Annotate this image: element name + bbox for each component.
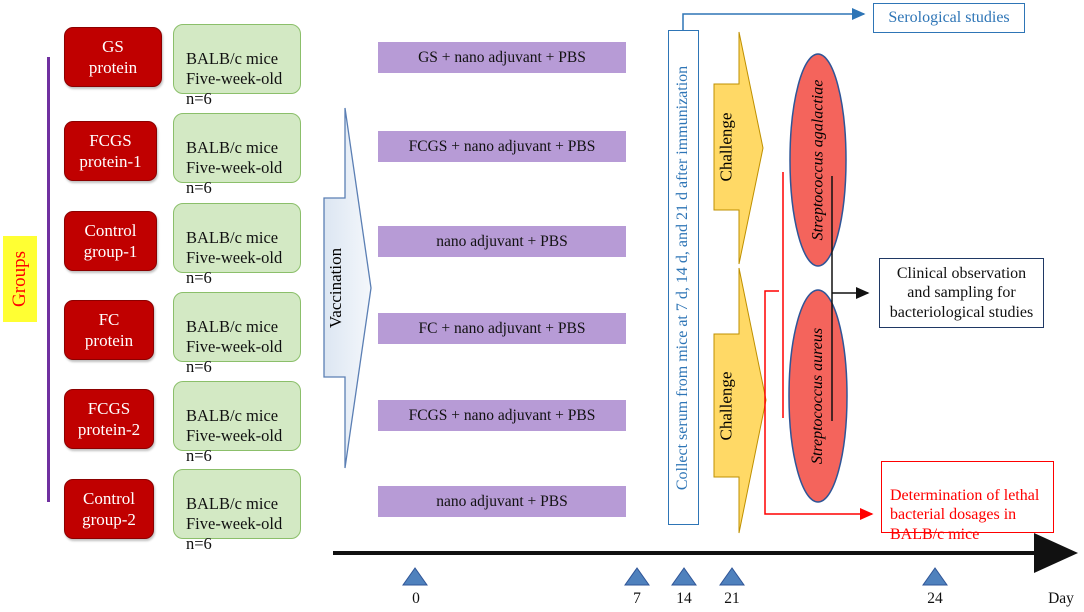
clinical-observation-box: Clinical observation and sampling for ba… [879,258,1044,328]
bacteria-label-top: Streptococcus agalactiae [803,62,833,258]
mice-text: BALB/c mice Five-week-old n=6 [186,49,283,109]
challenge-label-text: Challenge [716,371,736,440]
challenge-label-text: Challenge [716,112,736,182]
mice-box: BALB/c mice Five-week-old n=6 [173,24,301,108]
tick-marker-14 [671,567,697,586]
treatment-text: FCGS + nano adjuvant + PBS [408,406,596,424]
bacteria-name-top: Streptococcus agalactiae [809,79,827,241]
tick-marker-24 [922,567,948,586]
challenge-arrow-bottom [713,267,767,534]
tick-label-21: 21 [724,590,740,607]
mice-text: BALB/c mice Five-week-old n=6 [186,228,283,288]
group-name: GS protein [88,36,138,77]
tick-marker-21 [719,567,745,586]
group-box-control-group-1: Control group-1 [64,211,157,271]
tick-label-24: 24 [927,590,943,607]
mice-text: BALB/c mice Five-week-old n=6 [186,317,283,377]
serological-connector [682,8,866,30]
treatment-box: FCGS + nano adjuvant + PBS [378,400,626,431]
mice-box: BALB/c mice Five-week-old n=6 [173,381,301,465]
mice-box: BALB/c mice Five-week-old n=6 [173,113,301,197]
treatment-text: FCGS + nano adjuvant + PBS [408,137,596,155]
groups-bracket-line [47,57,50,502]
group-name: FCGS protein-1 [79,130,142,171]
mice-box: BALB/c mice Five-week-old n=6 [173,292,301,376]
vaccination-arrow [323,107,372,469]
lethal-connector [764,290,874,520]
group-box-fc-protein: FC protein [64,300,154,360]
serological-studies-text: Serological studies [888,9,1010,26]
group-box-fcgs-protein-1: FCGS protein-1 [64,121,157,181]
group-name: FCGS protein-2 [77,398,141,439]
clinical-observation-text: Clinical observation and sampling for ba… [889,264,1034,321]
group-name: Control group-2 [82,488,136,529]
treatment-text: GS + nano adjuvant + PBS [418,48,586,66]
mice-text: BALB/c mice Five-week-old n=6 [186,138,283,198]
group-name: Control group-1 [83,220,138,261]
tick-label-0: 0 [412,590,420,607]
mice-text: BALB/c mice Five-week-old n=6 [186,406,283,466]
treatment-box: FCGS + nano adjuvant + PBS [378,131,626,162]
challenge-label-bottom: Challenge [714,334,739,477]
challenge-label-top: Challenge [714,84,739,210]
tick-marker-0 [402,567,428,586]
mice-box: BALB/c mice Five-week-old n=6 [173,203,301,287]
treatment-text: FC + nano adjuvant + PBS [418,319,586,337]
vaccination-label-text: Vaccination [326,247,345,328]
lethal-dosage-box: Determination of lethal bacterial dosage… [881,461,1054,543]
vaccination-label: Vaccination [324,198,348,377]
bacteria-name-bottom: Streptococcus aureus [809,327,826,465]
treatment-text: nano adjuvant + PBS [436,492,568,510]
group-box-fcgs-protein-2: FCGS protein-2 [64,389,154,449]
mice-text: BALB/c mice Five-week-old n=6 [186,494,283,554]
group-box-gs-protein: GS protein [64,27,162,87]
treatment-box: FC + nano adjuvant + PBS [378,313,626,344]
tick-label-7: 7 [633,590,641,607]
serum-collection-text: Collect serum from mice at 7 d, 14 d, an… [674,65,692,490]
tick-marker-7 [624,567,650,586]
lethal-dosage-text: Determination of lethal bacterial dosage… [890,486,1040,543]
group-name: FC protein [84,309,134,350]
challenge-arrow-top [713,31,764,265]
groups-label: Groups [3,236,37,322]
treatment-box: GS + nano adjuvant + PBS [378,42,626,73]
tick-label-14: 14 [676,590,692,607]
treatment-text: nano adjuvant + PBS [436,232,568,250]
group-box-control-group-2: Control group-2 [64,479,154,539]
serological-studies-box: Serological studies [873,3,1025,33]
serum-collection-box: Collect serum from mice at 7 d, 14 d, an… [668,30,699,525]
bacteria-label-bottom: Streptococcus aureus [803,300,833,492]
timeline-unit-label: Day [1048,590,1074,607]
treatment-box: nano adjuvant + PBS [378,226,626,257]
mice-box: BALB/c mice Five-week-old n=6 [173,469,301,553]
treatment-box: nano adjuvant + PBS [378,486,626,517]
